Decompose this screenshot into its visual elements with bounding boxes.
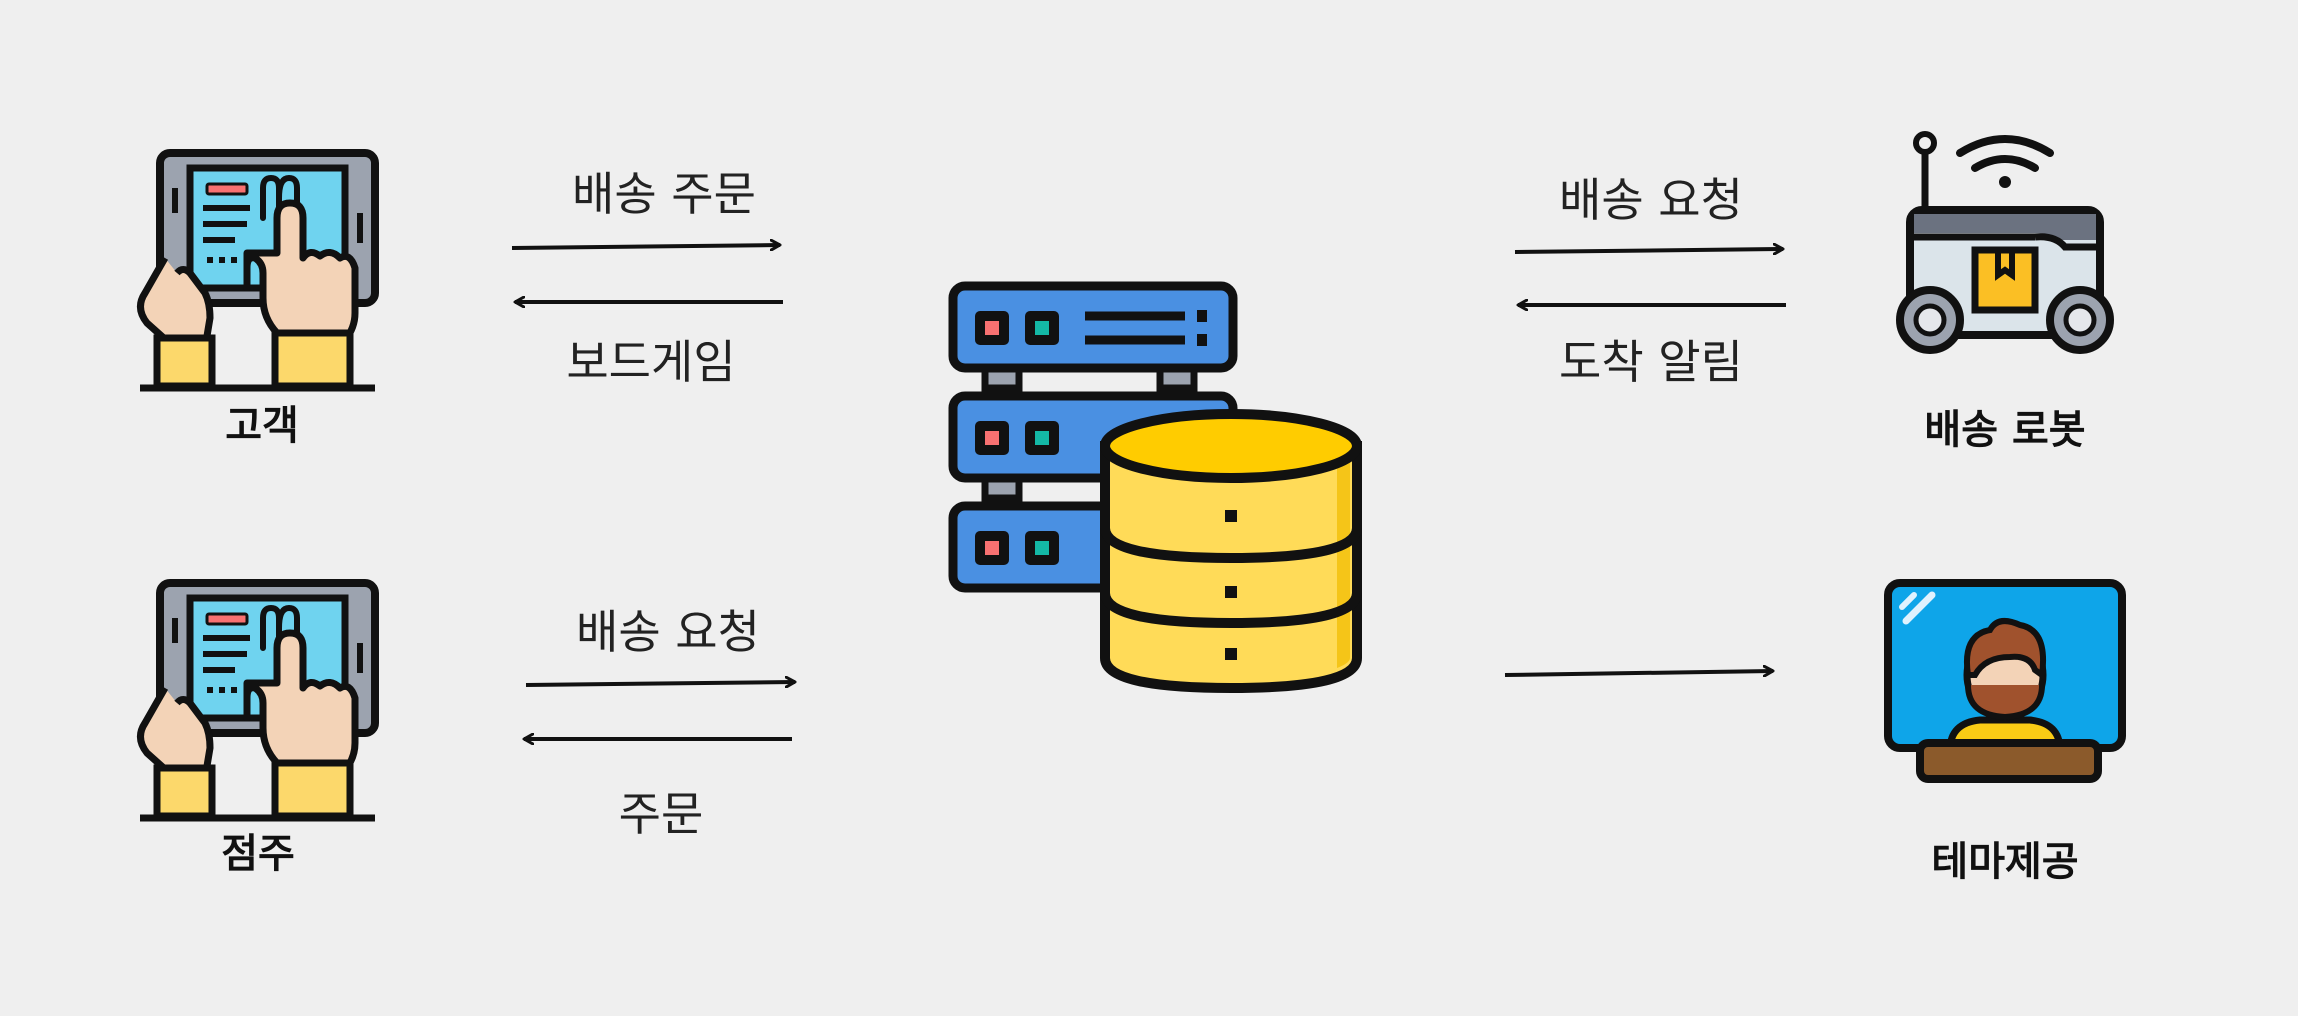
- edge-label-server-to-customer: 보드게임: [566, 335, 736, 389]
- tablet-touch-icon: [137, 149, 379, 392]
- edge-label-robot-to-server: 도착 알림: [1559, 335, 1743, 389]
- arrow-server-to-robot: [1514, 249, 1783, 252]
- arrow-owner-to-server: [525, 682, 795, 685]
- node-label-theme: 테마제공: [1931, 839, 2079, 885]
- edge-label-server-to-owner: 주문: [618, 787, 704, 841]
- node-label-customer: 고객: [225, 403, 299, 449]
- node-label-owner: 점주: [221, 831, 295, 877]
- edge-label-customer-to-server: 배송 주문: [572, 167, 756, 221]
- server-database-icon: [948, 281, 1362, 694]
- edge-label-server-to-robot: 배송 요청: [1559, 173, 1743, 227]
- arrow-customer-to-server: [511, 245, 780, 248]
- delivery-robot-icon: [1896, 131, 2114, 354]
- node-label-robot: 배송 로봇: [1924, 407, 2086, 453]
- tablet-touch-icon: [137, 579, 379, 822]
- edge-label-owner-to-server: 배송 요청: [576, 605, 760, 659]
- arrow-server-to-theme: [1504, 671, 1773, 675]
- monitor-person-icon: [1884, 579, 2126, 783]
